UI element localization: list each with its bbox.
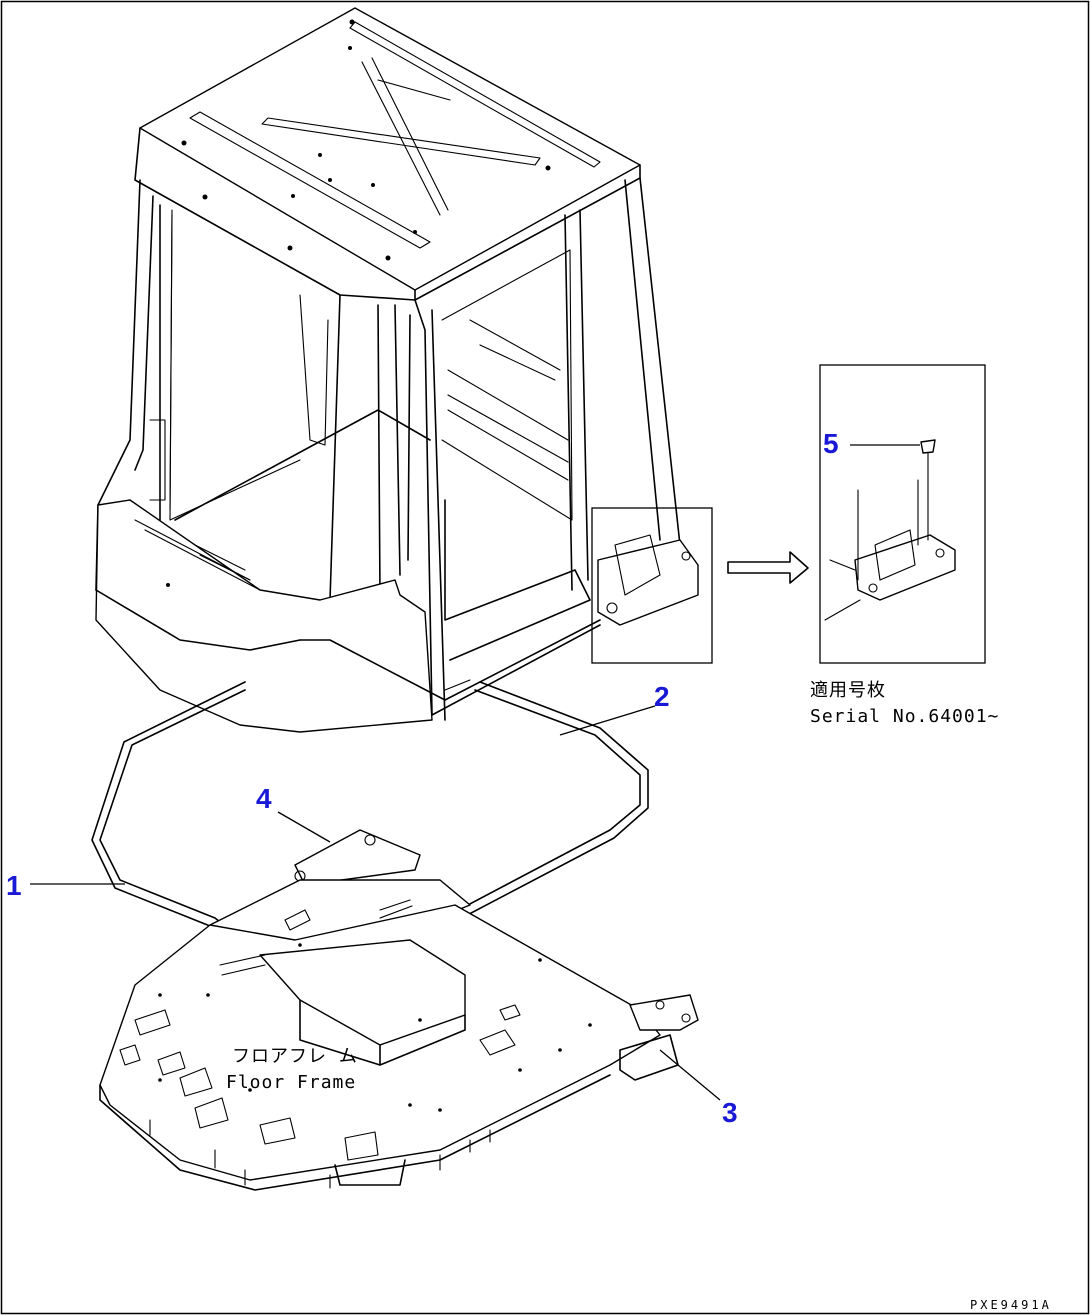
floor-frame-label-jp: フロアフレ ム — [232, 1046, 358, 1067]
drawing-code: PXE9491A — [970, 1298, 1052, 1312]
detail-view — [819, 364, 986, 664]
callout-5: 5 — [823, 428, 839, 459]
floor-frame — [99, 904, 699, 1191]
detail-arrow — [727, 551, 809, 584]
leader-3 — [659, 1049, 721, 1101]
floor-frame-label-en: Floor Frame — [226, 1072, 356, 1093]
serial-label-jp: 適用号枚 — [810, 680, 886, 701]
callout-3: 3 — [722, 1097, 738, 1128]
cab-lower-body — [95, 499, 433, 733]
leader-2 — [559, 705, 656, 736]
callout-1: 1 — [6, 870, 22, 901]
leader-4 — [277, 811, 331, 843]
roof-bolts — [181, 19, 551, 261]
cab-assembly — [95, 7, 699, 733]
serial-label-en: Serial No.64001~ — [810, 706, 999, 727]
detail-frame-source — [591, 507, 713, 664]
detail-frame — [819, 364, 986, 664]
cab-rear-bracket — [597, 539, 699, 626]
callout-2: 2 — [654, 681, 670, 712]
callout-4: 4 — [256, 783, 272, 814]
